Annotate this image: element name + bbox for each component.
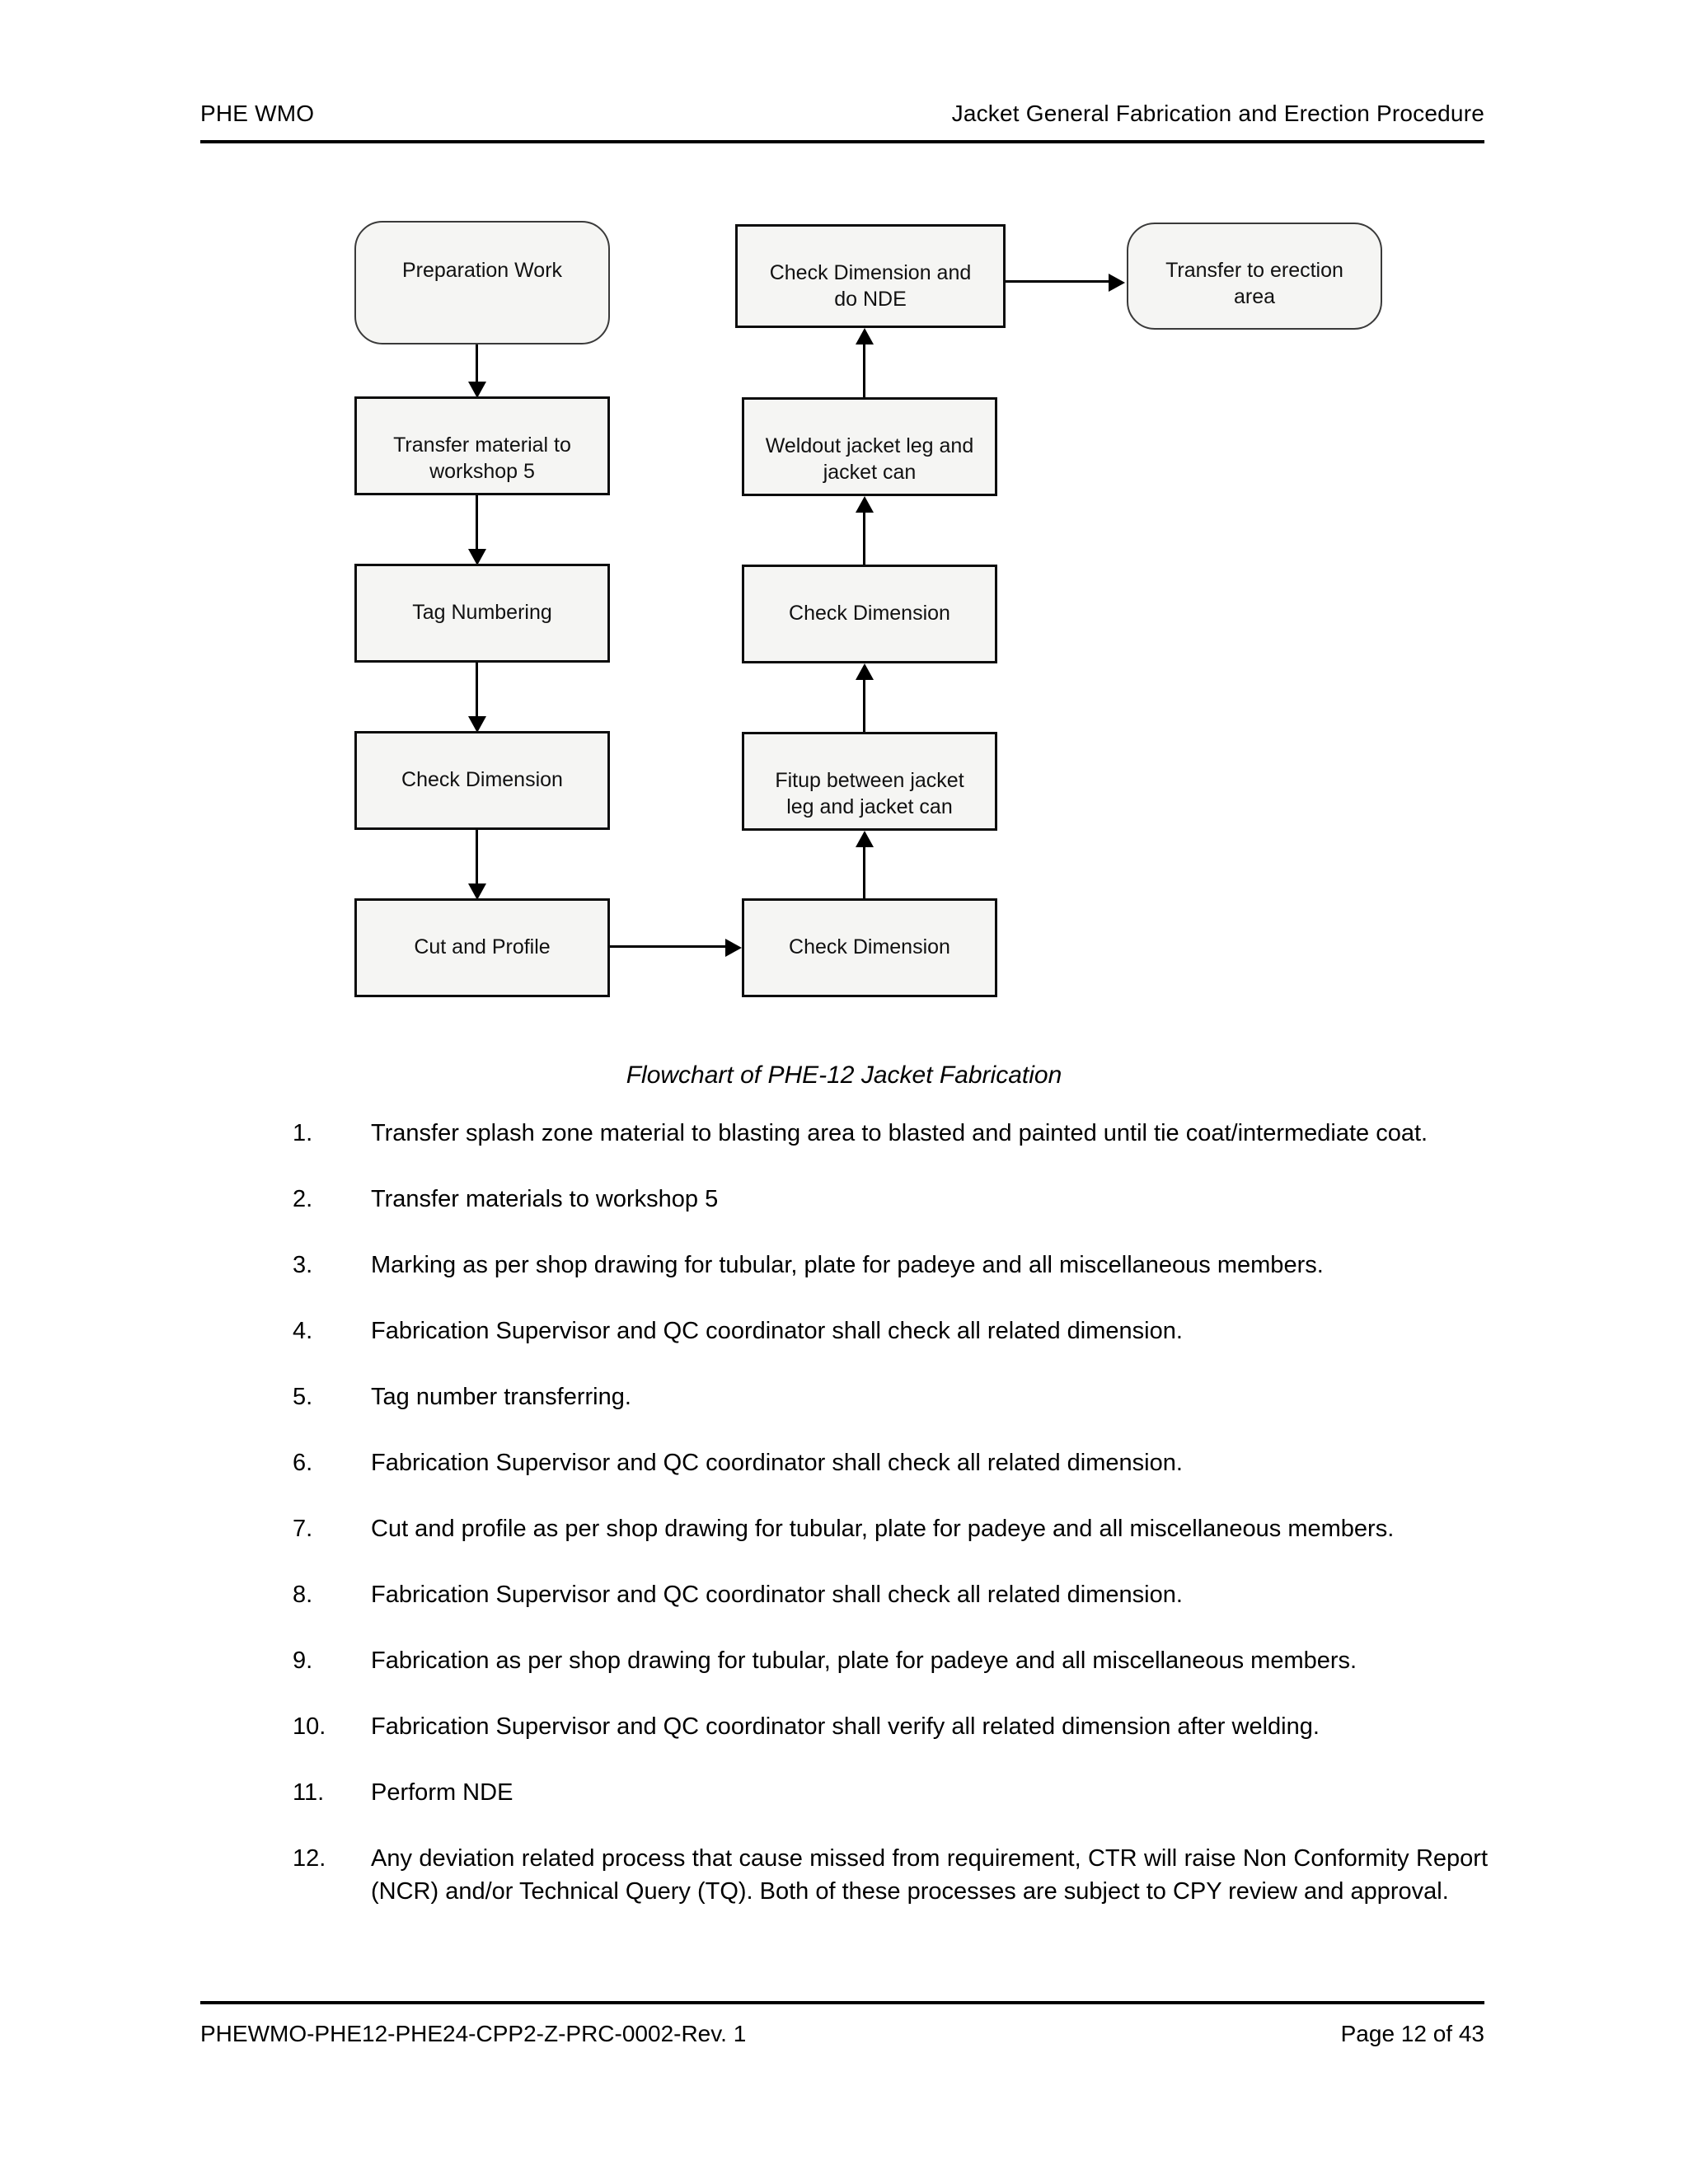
footer-page-number: Page 12 of 43: [1340, 2021, 1484, 2046]
list-item: 11. Perform NDE: [293, 1776, 1488, 1809]
connector-prep-to-transfer: [476, 344, 478, 390]
list-item: 4. Fabrication Supervisor and QC coordin…: [293, 1315, 1488, 1347]
arrowhead-check2-to-fitup: [856, 831, 874, 847]
procedure-steps-list: 1. Transfer splash zone material to blas…: [293, 1117, 1488, 1941]
list-item-text: Fabrication Supervisor and QC coordinato…: [371, 1318, 1183, 1345]
flow-node-check-dimension-1: Check Dimension: [354, 731, 610, 830]
list-item-number: 9.: [293, 1647, 313, 1675]
flow-node-cut-and-profile: Cut and Profile: [354, 898, 610, 997]
arrowhead-nde-to-erection: [1109, 274, 1125, 292]
list-item-text: Cut and profile as per shop drawing for …: [371, 1516, 1395, 1543]
list-item-text: Any deviation related process that cause…: [371, 1845, 1488, 1905]
connector-transfer-to-tag: [476, 495, 478, 557]
page-footer: PHEWMO-PHE12-PHE24-CPP2-Z-PRC-0002-Rev. …: [200, 2021, 1484, 2047]
connector-check3-to-weldout: [863, 513, 865, 565]
list-item-number: 10.: [293, 1713, 326, 1741]
arrowhead-check1-to-cut: [468, 883, 486, 900]
arrowhead-check3-to-weldout: [856, 496, 874, 513]
list-item-number: 7.: [293, 1516, 313, 1543]
footer-document-id: PHEWMO-PHE12-PHE24-CPP2-Z-PRC-0002-Rev. …: [200, 2021, 747, 2046]
list-item-text: Transfer splash zone material to blastin…: [371, 1120, 1428, 1146]
list-item: 2. Transfer materials to workshop 5: [293, 1183, 1488, 1216]
flow-node-preparation-work: Preparation Work: [354, 221, 610, 344]
list-item: 9. Fabrication as per shop drawing for t…: [293, 1644, 1488, 1677]
connector-cut-to-check2: [610, 945, 729, 948]
arrowhead-prep-to-transfer: [468, 382, 486, 398]
connector-check1-to-cut: [476, 830, 478, 892]
flowchart-caption: Flowchart of PHE-12 Jacket Fabrication: [626, 1062, 1062, 1089]
header-right-text: Jacket General Fabrication and Erection …: [951, 101, 1484, 126]
list-item-text: Fabrication as per shop drawing for tubu…: [371, 1647, 1357, 1675]
arrowhead-tag-to-check1: [468, 716, 486, 733]
arrowhead-fitup-to-check3: [856, 663, 874, 680]
list-item: 6. Fabrication Supervisor and QC coordin…: [293, 1446, 1488, 1479]
list-item-number: 8.: [293, 1582, 313, 1609]
connector-nde-to-erection: [1006, 280, 1113, 283]
flow-node-transfer-material: Transfer material to workshop 5: [354, 396, 610, 495]
list-item: 3. Marking as per shop drawing for tubul…: [293, 1249, 1488, 1282]
list-item-number: 3.: [293, 1252, 313, 1279]
flow-node-transfer-to-erection-area: Transfer to erection area: [1127, 223, 1382, 330]
flow-node-fitup: Fitup between jacket leg and jacket can: [742, 732, 997, 831]
page-header: PHE WMO Jacket General Fabrication and E…: [200, 101, 1484, 127]
arrowhead-transfer-to-tag: [468, 549, 486, 565]
list-item-number: 5.: [293, 1384, 313, 1411]
list-item: 5. Tag number transferring.: [293, 1380, 1488, 1413]
arrowhead-cut-to-check2: [725, 939, 742, 957]
connector-check2-to-fitup: [863, 847, 865, 898]
flow-node-weldout: Weldout jacket leg and jacket can: [742, 397, 997, 496]
flow-node-check-dimension-and-nde: Check Dimension and do NDE: [735, 224, 1006, 328]
list-item-number: 11.: [293, 1779, 325, 1807]
connector-tag-to-check1: [476, 663, 478, 724]
flow-node-tag-numbering: Tag Numbering: [354, 564, 610, 663]
list-item-number: 6.: [293, 1450, 313, 1477]
list-item-number: 12.: [293, 1845, 326, 1872]
list-item-text: Marking as per shop drawing for tubular,…: [371, 1252, 1324, 1279]
connector-weldout-to-nde: [863, 344, 865, 397]
list-item: 10. Fabrication Supervisor and QC coordi…: [293, 1710, 1488, 1743]
list-item-text: Perform NDE: [371, 1779, 513, 1807]
list-item-text: Tag number transferring.: [371, 1384, 631, 1411]
flow-node-check-dimension-2: Check Dimension: [742, 898, 997, 997]
list-item-number: 2.: [293, 1186, 313, 1213]
header-divider: [200, 140, 1484, 143]
list-item-number: 1.: [293, 1120, 313, 1146]
footer-divider: [200, 2001, 1484, 2004]
list-item: 1. Transfer splash zone material to blas…: [293, 1117, 1488, 1150]
list-item: 8. Fabrication Supervisor and QC coordin…: [293, 1578, 1488, 1611]
list-item: 12. Any deviation related process that c…: [293, 1842, 1488, 1908]
list-item: 7. Cut and profile as per shop drawing f…: [293, 1512, 1488, 1545]
list-item-text: Fabrication Supervisor and QC coordinato…: [371, 1713, 1320, 1741]
flowchart-diagram: Preparation Work Transfer material to wo…: [0, 0, 1688, 1022]
arrowhead-weldout-to-nde: [856, 328, 874, 344]
header-left-text: PHE WMO: [200, 101, 315, 126]
list-item-text: Transfer materials to workshop 5: [371, 1186, 719, 1213]
list-item-text: Fabrication Supervisor and QC coordinato…: [371, 1582, 1183, 1609]
flow-node-check-dimension-3: Check Dimension: [742, 565, 997, 663]
connector-fitup-to-check3: [863, 680, 865, 732]
list-item-number: 4.: [293, 1318, 313, 1345]
list-item-text: Fabrication Supervisor and QC coordinato…: [371, 1450, 1183, 1477]
